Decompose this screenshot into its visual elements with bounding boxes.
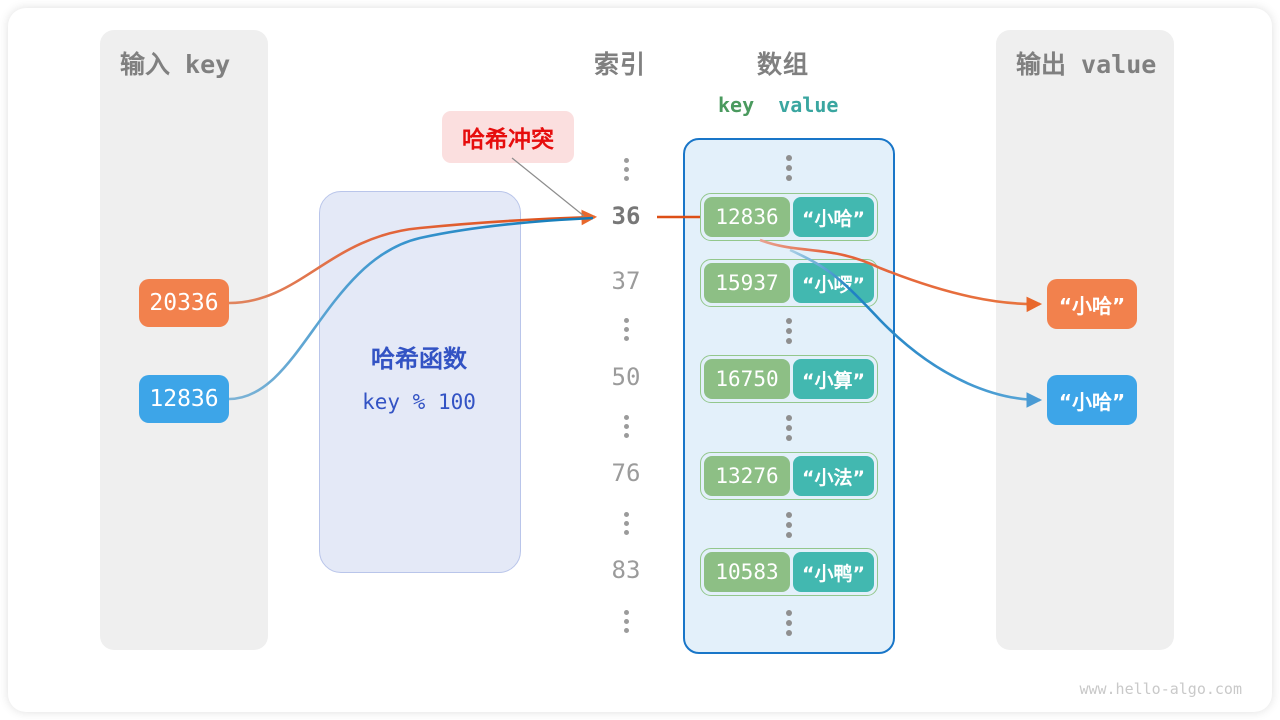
array-ellipsis [683,512,895,538]
array-cell-value: “小哈” [793,197,874,237]
output-panel [996,30,1174,650]
hash-function-title: 哈希函数 [371,345,467,373]
output-panel-title: 输出 value [1016,50,1157,79]
hash-function-formula: key % 100 [362,390,476,414]
index-ellipsis [588,158,664,181]
array-cell-key: 15937 [704,263,790,303]
hash-function-box [319,191,521,573]
key-value-subtitle: key value [718,93,838,117]
index-label: 50 [611,363,641,391]
array-ellipsis [683,155,895,181]
array-ellipsis [683,610,895,636]
array-cell: 16750“小算” [700,355,878,403]
index-ellipsis [588,318,664,341]
array-cell-value: “小算” [793,359,874,399]
array-cell: 15937“小啰” [700,259,878,307]
array-cell: 13276“小法” [700,452,878,500]
array-ellipsis [683,415,895,441]
index-label: 37 [611,267,641,295]
array-cell-key: 16750 [704,359,790,399]
array-ellipsis [683,318,895,344]
value-sublabel: value [778,93,839,117]
array-cell: 12836“小哈” [700,193,878,241]
index-label: 76 [611,459,641,487]
array-cell-key: 13276 [704,456,790,496]
index-column: 36 37 50 76 83 [588,140,664,650]
input-panel [100,30,268,650]
index-ellipsis [588,610,664,633]
array-cell-value: “小鸭” [793,552,874,592]
index-column-title: 索引 [594,50,647,79]
output-value-chip: “小哈” [1047,375,1137,425]
output-value-chip: “小哈” [1047,279,1137,329]
hash-collision-badge: 哈希冲突 [442,111,574,163]
array-cell-key: 12836 [704,197,790,237]
key-sublabel: key [718,93,755,117]
index-label: 83 [611,556,641,584]
array-cell: 10583“小鸭” [700,548,878,596]
input-key-chip: 12836 [139,375,229,423]
array-cell-value: “小啰” [793,263,874,303]
watermark: www.hello-algo.com [1079,680,1242,698]
input-key-chip: 20336 [139,279,229,327]
index-label: 36 [611,202,641,230]
input-panel-title: 输入 key [120,50,231,79]
index-ellipsis [588,512,664,535]
array-column-title: 数组 [757,50,810,79]
array-cell-key: 10583 [704,552,790,592]
index-ellipsis [588,415,664,438]
array-cell-value: “小法” [793,456,874,496]
